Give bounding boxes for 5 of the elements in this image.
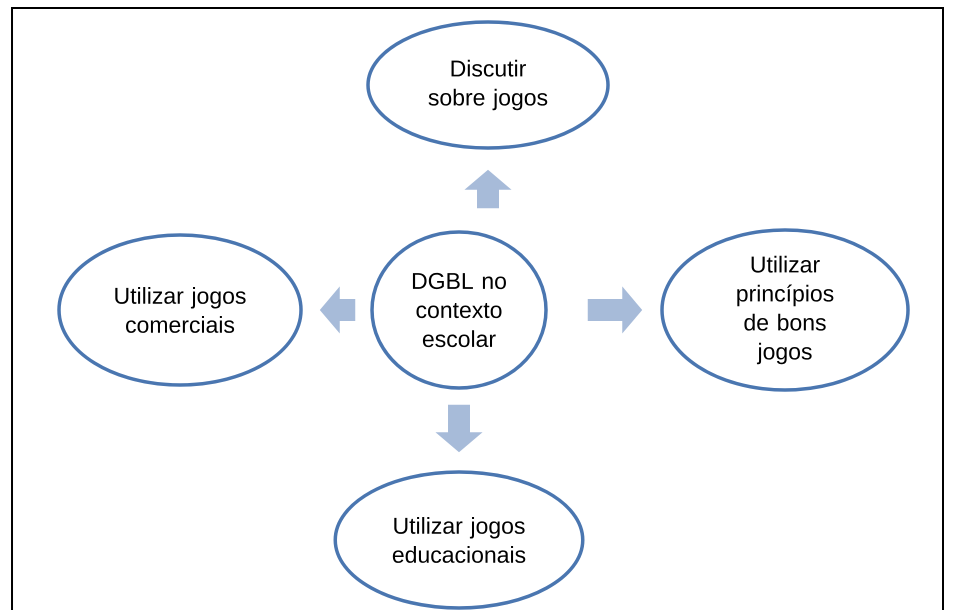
ellipse-node: Utilizar princípios de bons jogos — [660, 228, 910, 392]
ellipse-node: Discutir sobre jogos — [366, 20, 610, 150]
ellipse-node: Utilizar jogos educacionais — [334, 470, 584, 610]
ellipse-node: Utilizar jogos comerciais — [57, 233, 303, 387]
ellipse-node: DGBL no contexto escolar — [370, 230, 548, 390]
